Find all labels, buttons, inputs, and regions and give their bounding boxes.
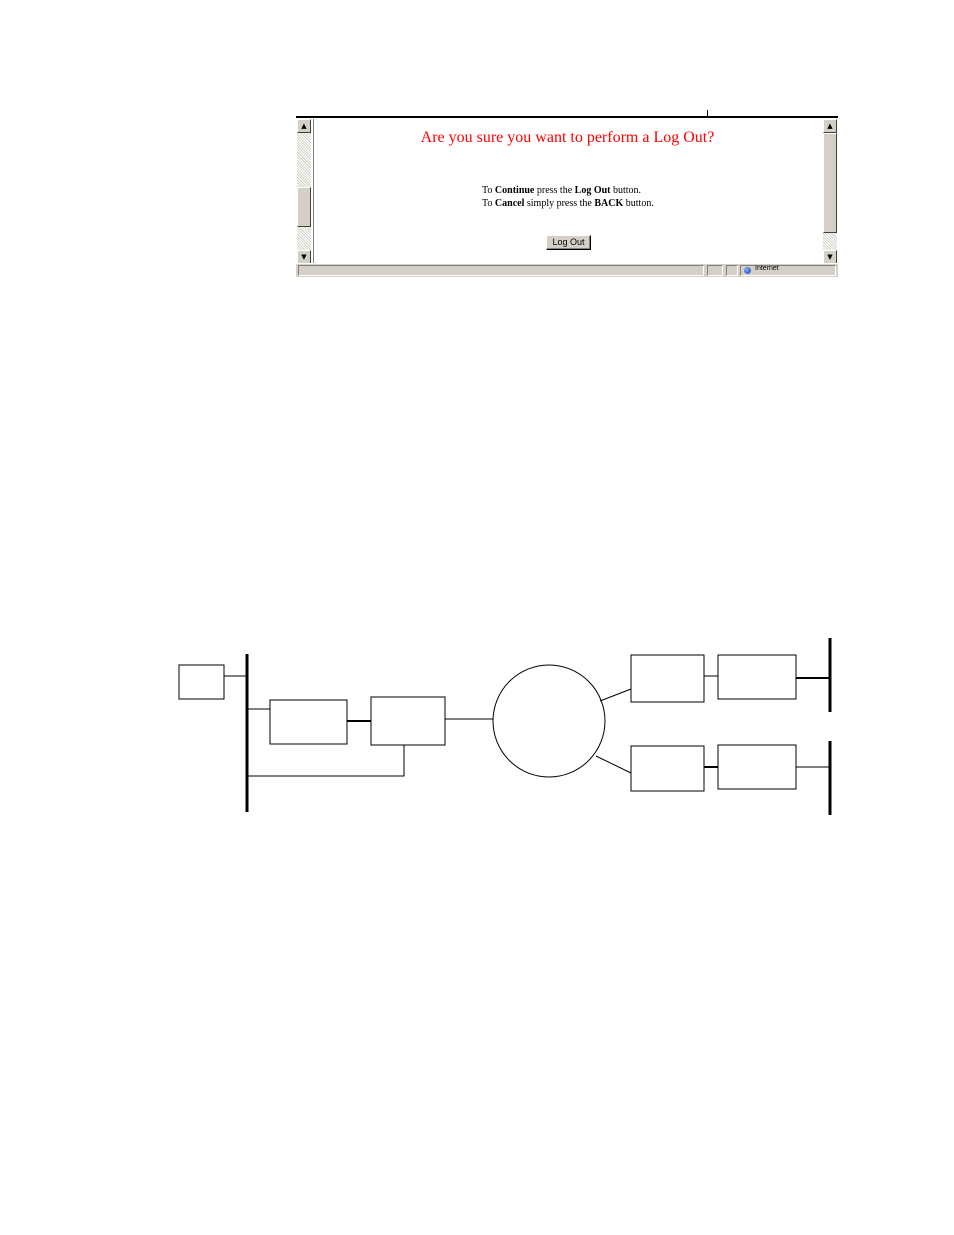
status-pane-main <box>298 265 704 276</box>
cancel-instruction: To Cancel simply press the BACK button. <box>482 198 654 209</box>
device-box-e <box>630 745 705 792</box>
instr-action: Cancel <box>494 198 525 209</box>
connector-line <box>599 688 632 702</box>
status-pane <box>707 265 723 276</box>
logout-prompt: Are you sure you want to perform a Log O… <box>420 129 715 146</box>
scroll-up-arrow-icon[interactable]: ▲ <box>297 119 311 133</box>
continue-instruction: To Continue press the Log Out button. <box>482 185 641 196</box>
left-scrollbar[interactable]: ▲ ▼ <box>297 119 311 264</box>
return-line <box>247 745 405 777</box>
instr-button-ref: BACK <box>594 198 624 209</box>
scroll-thumb[interactable] <box>297 187 311 227</box>
instr-button-ref: Log Out <box>574 185 611 196</box>
globe-icon <box>744 267 751 274</box>
scroll-down-arrow-icon[interactable]: ▼ <box>823 250 837 264</box>
browser-window: ▲ ▼ Are you sure you want to perform a L… <box>296 116 838 277</box>
zone-label: Internet <box>755 265 779 272</box>
scroll-up-arrow-icon[interactable]: ▲ <box>823 119 837 133</box>
instr-text: To <box>482 185 495 196</box>
instr-action: Continue <box>494 185 535 196</box>
page-content: Are you sure you want to perform a Log O… <box>313 119 821 264</box>
connector-line <box>595 755 632 774</box>
scroll-thumb[interactable] <box>823 133 837 233</box>
device-box-a <box>269 699 348 745</box>
network-circle <box>492 664 606 778</box>
status-bar: Internet <box>296 263 838 277</box>
instr-text: To <box>482 198 495 209</box>
terminal-box <box>178 664 225 700</box>
device-box-d <box>717 654 797 700</box>
status-pane <box>726 265 738 276</box>
instr-text: button. <box>610 185 642 196</box>
instr-text: press the <box>534 185 575 196</box>
security-zone-pane: Internet <box>740 265 836 276</box>
device-box-c <box>630 654 705 703</box>
instr-text: simply press the <box>524 198 595 209</box>
instr-text: button. <box>623 198 654 209</box>
device-box-b <box>370 696 446 746</box>
right-scrollbar[interactable]: ▲ ▼ <box>823 119 837 264</box>
logout-button[interactable]: Log Out <box>546 235 591 250</box>
window-edge-mark <box>707 110 708 118</box>
device-box-f <box>717 744 797 790</box>
